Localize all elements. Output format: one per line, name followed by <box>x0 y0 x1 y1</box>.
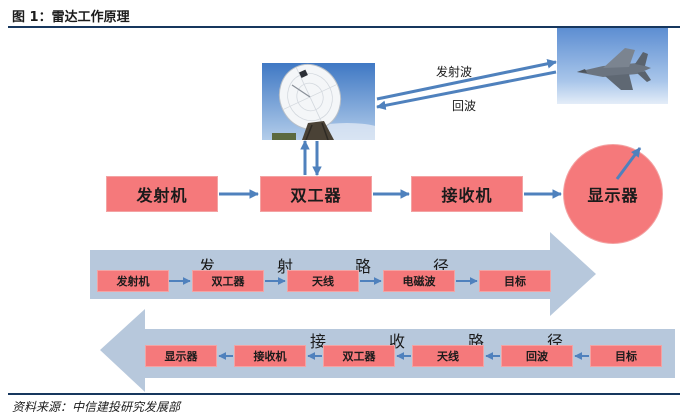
rx-step-echo: 回波 <box>501 345 573 367</box>
duplexer-box: 双工器 <box>260 176 372 212</box>
fighter-jet-image <box>557 28 668 104</box>
rx-step-target: 目标 <box>590 345 662 367</box>
tx-step-transmitter: 发射机 <box>97 270 169 292</box>
echo-wave-label: 回波 <box>452 99 477 113</box>
tx-step-target: 目标 <box>479 270 551 292</box>
figure-title: 图 1：雷达工作原理 <box>12 10 130 25</box>
display-label: 显示器 <box>587 186 639 205</box>
receiver-box: 接收机 <box>411 176 523 212</box>
rx-step-display: 显示器 <box>145 345 217 367</box>
top-rule <box>8 26 680 28</box>
source-note: 资料来源：中信建投研究发展部 <box>12 400 181 414</box>
tx-step-em-wave: 电磁波 <box>383 270 455 292</box>
radar-dish-image <box>262 63 375 140</box>
transmitter-box: 发射机 <box>106 176 218 212</box>
rx-step-receiver: 接收机 <box>234 345 306 367</box>
display-circle: 显示器 <box>563 144 663 244</box>
transmit-wave-label: 发射波 <box>436 65 473 79</box>
tx-step-duplexer: 双工器 <box>192 270 264 292</box>
bottom-rule <box>8 393 680 395</box>
rx-step-duplexer: 双工器 <box>323 345 395 367</box>
tx-step-antenna: 天线 <box>287 270 359 292</box>
rx-step-antenna: 天线 <box>412 345 484 367</box>
